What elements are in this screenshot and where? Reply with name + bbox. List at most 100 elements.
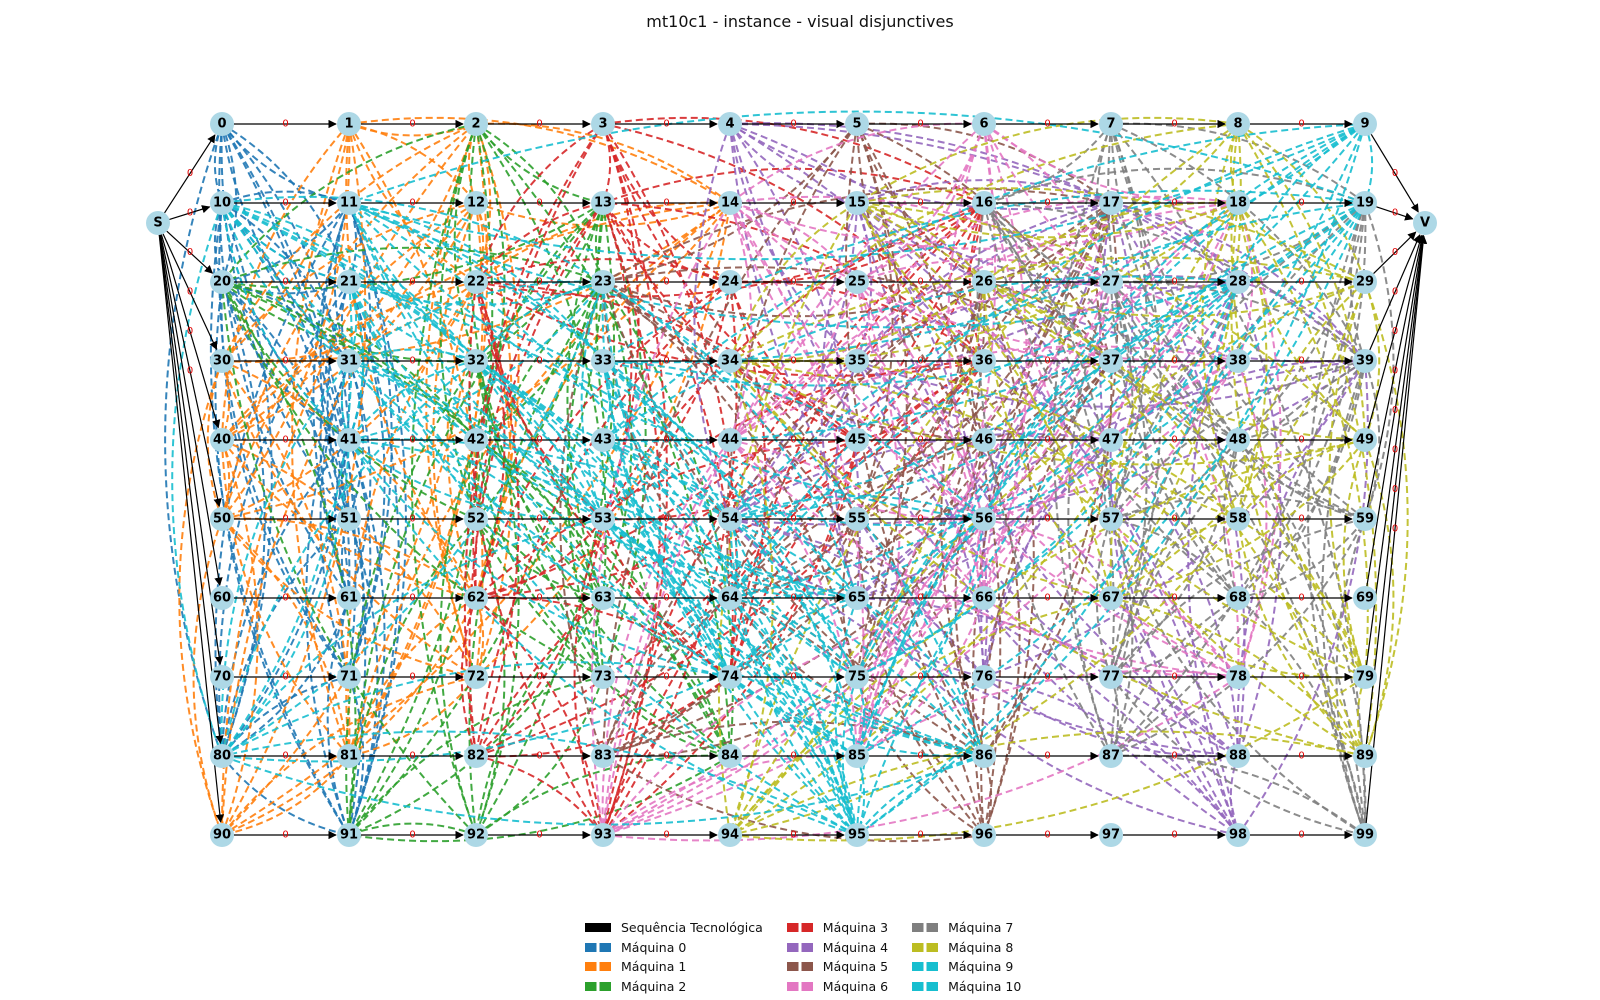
node-label-9: 9 xyxy=(1360,117,1369,132)
tech-arc-S-10 xyxy=(169,205,211,220)
node-label-59: 59 xyxy=(1356,512,1374,527)
node-8: 8 xyxy=(1226,112,1250,136)
node-label-73: 73 xyxy=(594,670,612,685)
machine-5-arc-17-96 xyxy=(971,202,1112,836)
machine-9-arc-85-11 xyxy=(348,202,858,757)
arc-weight-8-9: 0 xyxy=(1298,119,1304,130)
node-circle-95 xyxy=(845,823,869,847)
node-circle-14 xyxy=(718,191,742,215)
machine-1-arc-72-2 xyxy=(425,123,477,678)
arc-weight-79-V: 0 xyxy=(1392,445,1398,456)
tech-arc-S-40 xyxy=(160,234,221,429)
node-label-85: 85 xyxy=(848,749,866,764)
machine-1-arc-30-50 xyxy=(206,360,223,520)
machine-2-arc-2-32 xyxy=(453,123,477,362)
node-76: 76 xyxy=(972,665,996,689)
machine-0-arc-0-41 xyxy=(221,123,350,441)
arc-weight-2-3: 0 xyxy=(536,119,542,130)
node-label-38: 38 xyxy=(1229,354,1247,369)
machine-2-arc-52-92 xyxy=(475,518,506,836)
tech-arc-S-0 xyxy=(164,134,216,214)
machine-8-arc-34-89 xyxy=(729,360,1366,757)
arc-weight-7-8: 0 xyxy=(1171,119,1177,130)
node-circle-58 xyxy=(1226,507,1250,531)
node-96: 96 xyxy=(972,823,996,847)
tech-arc-S-90 xyxy=(158,234,225,823)
node-72: 72 xyxy=(464,665,488,689)
tech-arc-S-20 xyxy=(166,230,214,274)
node-77: 77 xyxy=(1099,665,1123,689)
arc-weight-87-88: 0 xyxy=(1171,751,1177,762)
machine-10-arc-53-95 xyxy=(602,518,858,836)
node-label-0: 0 xyxy=(217,117,226,132)
node-label-20: 20 xyxy=(213,275,231,290)
machine-3-arc-3-93 xyxy=(602,123,668,836)
machine-9-arc-9-75 xyxy=(856,123,1366,678)
node-56: 56 xyxy=(972,507,996,531)
machine-9-arc-64-75 xyxy=(729,597,858,678)
arc-weight-71-72: 0 xyxy=(409,672,415,683)
node-label-45: 45 xyxy=(848,433,866,448)
node-label-83: 83 xyxy=(594,749,612,764)
tech-arc-19-V xyxy=(1376,206,1414,221)
tech-arc-69-V xyxy=(1366,235,1426,587)
machine-10-arc-95-31 xyxy=(348,360,858,836)
arc-weight-89-V: 0 xyxy=(1392,484,1398,495)
machine-9-arc-43-56 xyxy=(602,439,985,527)
machine-9-arc-64-95 xyxy=(729,597,858,836)
node-44: 44 xyxy=(718,428,742,452)
node-circle-18 xyxy=(1226,191,1250,215)
figure-title: mt10c1 - instance - visual disjunctives xyxy=(646,12,954,31)
machine-1-arc-12-14 xyxy=(475,202,731,227)
legend-label: Máquina 7 xyxy=(948,920,1014,936)
node-74: 74 xyxy=(718,665,742,689)
node-10: 10 xyxy=(210,191,234,215)
node-circle-32 xyxy=(464,349,488,373)
node-58: 58 xyxy=(1226,507,1250,531)
node-circle-30 xyxy=(210,349,234,373)
node-circle-21 xyxy=(337,270,361,294)
node-84: 84 xyxy=(718,744,742,768)
node-73: 73 xyxy=(591,665,615,689)
node-circle-69 xyxy=(1353,586,1377,610)
machine-7-arc-7-48 xyxy=(1110,123,1239,441)
machine-6-arc-44-66 xyxy=(729,439,985,599)
arc-weight-S-20: 0 xyxy=(187,247,193,258)
arc-weight-65-66: 0 xyxy=(917,593,923,604)
machine-9-arc-54-11 xyxy=(348,202,731,520)
machine-4-arc-4-35 xyxy=(729,123,858,362)
node-53: 53 xyxy=(591,507,615,531)
machine-9-arc-33-85 xyxy=(602,360,858,757)
legend-swatch xyxy=(585,942,611,952)
node-label-3: 3 xyxy=(598,117,607,132)
node-label-15: 15 xyxy=(848,196,866,211)
machine-5-arc-86-83 xyxy=(602,720,985,757)
node-51: 51 xyxy=(337,507,361,531)
machine-8-arc-49-26 xyxy=(983,281,1366,441)
machine-10-arc-80-23 xyxy=(221,281,604,757)
node-34: 34 xyxy=(718,349,742,373)
arc-weight-94-95: 0 xyxy=(790,830,796,841)
legend-item: Máquina 5 xyxy=(786,957,888,977)
machine-2-arc-2-92 xyxy=(411,123,477,836)
node-81: 81 xyxy=(337,744,361,768)
machine-6-arc-66-85 xyxy=(856,597,985,757)
node-29: 29 xyxy=(1353,270,1377,294)
machine-10-arc-10-32 xyxy=(221,202,477,362)
machine-6-arc-85-27 xyxy=(856,281,1112,757)
machine-1-arc-30-62 xyxy=(221,360,477,599)
arc-weight-63-64: 0 xyxy=(663,593,669,604)
machine-1-arc-50-14 xyxy=(221,202,731,520)
machine-8-arc-8-49 xyxy=(1237,123,1366,441)
machine-6-arc-25-14 xyxy=(729,202,858,283)
node-label-81: 81 xyxy=(340,749,358,764)
node-17: 17 xyxy=(1099,191,1123,215)
machine-5-arc-5-23 xyxy=(602,123,858,283)
machine-1-arc-62-90 xyxy=(221,597,477,836)
node-22: 22 xyxy=(464,270,488,294)
arc-weight-25-26: 0 xyxy=(917,277,923,288)
node-circle-85 xyxy=(845,744,869,768)
machine-8-arc-8-89 xyxy=(1237,123,1378,757)
arc-weight-21-22: 0 xyxy=(409,277,415,288)
